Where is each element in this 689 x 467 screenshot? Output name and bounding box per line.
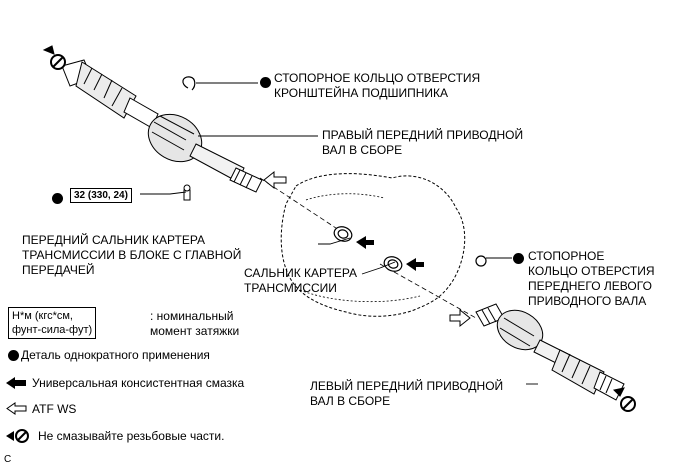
torque-unit-box: Н*м (кгс*см, фунт-сила-фут) <box>8 307 97 339</box>
transaxle-housing <box>280 173 466 317</box>
grease-legend-text: Универсальная консистентная смазка <box>32 376 245 390</box>
no-lube-symbol-bottom <box>612 387 636 412</box>
grease-legend-icon <box>6 377 26 389</box>
snap-ring-top <box>182 76 196 91</box>
right-drive-shaft <box>61 59 263 193</box>
case-seal <box>383 256 403 272</box>
left-shaft-label: ЛЕВЫЙ ПЕРЕДНИЙ ПРИВОДНОЙ ВАЛ В СБОРЕ <box>310 379 504 408</box>
right-shaft-label: ПРАВЫЙ ПЕРЕДНИЙ ПРИВОДНОЙ ВАЛ В СБОРЕ <box>322 128 524 157</box>
non-reusable-dot <box>513 253 524 264</box>
figure-code: C <box>4 454 12 465</box>
torque-spec-box: 32 (330, 24) <box>70 188 132 203</box>
bracket-bolt <box>183 184 191 201</box>
atf-legend-icon <box>6 402 27 415</box>
snap-ring-left <box>475 255 487 267</box>
no-lube-legend-icon <box>6 429 29 443</box>
non-reusable-legend-text: Деталь однократного применения <box>21 348 210 362</box>
no-lube-symbol-top <box>42 45 66 70</box>
snap-ring-bracket-label: СТОПОРНОЕ КОЛЬЦО ОТВЕРСТИЯ КРОНШТЕЙНА ПО… <box>274 71 481 100</box>
torque-unit-description: : номинальный момент затяжки <box>150 309 240 338</box>
atf-legend-text: ATF WS <box>32 402 77 416</box>
non-reusable-dot <box>52 193 63 204</box>
grease-arrow-front-seal <box>356 236 374 249</box>
atf-arrow-left <box>449 308 471 328</box>
grease-arrow-case-seal <box>406 258 424 271</box>
snap-ring-left-label: СТОПОРНОЕ КОЛЬЦО ОТВЕРСТИЯ ПЕРЕДНЕГО ЛЕВ… <box>528 249 655 308</box>
front-seal <box>333 226 353 242</box>
no-lube-legend-text: Не смазывайте резьбовые части. <box>38 429 225 443</box>
non-reusable-legend-icon <box>8 350 19 361</box>
case-seal-label: САЛЬНИК КАРТЕРА ТРАНСМИССИИ <box>244 266 358 295</box>
atf-arrow-right <box>263 170 287 190</box>
non-reusable-dot <box>260 77 271 88</box>
front-seal-label: ПЕРЕДНИЙ САЛЬНИК КАРТЕРА ТРАНСМИССИИ В Б… <box>22 233 242 277</box>
